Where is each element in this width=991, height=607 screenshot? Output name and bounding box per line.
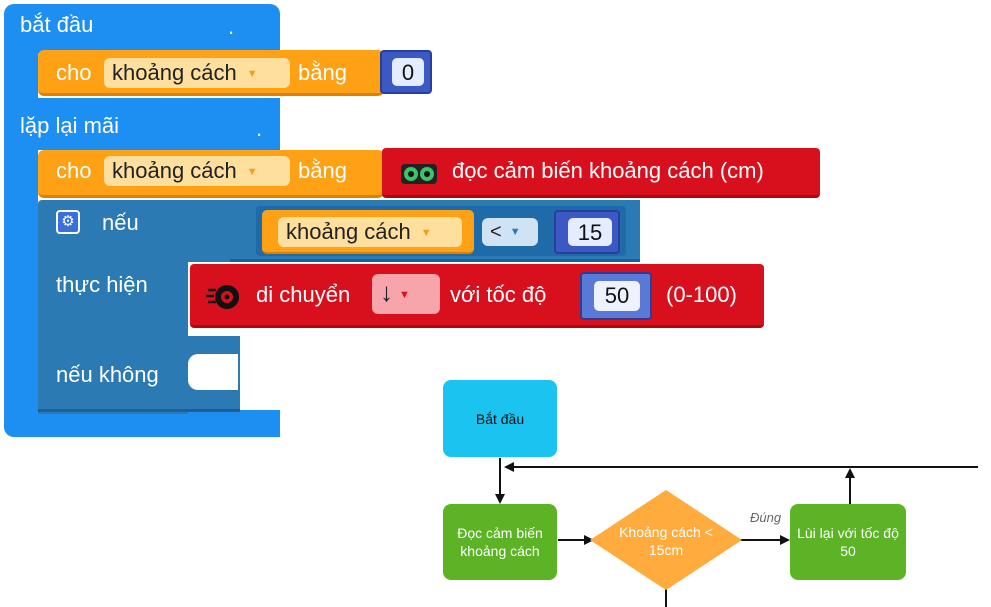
speed-label: với tốc độ [450,282,547,307]
dropdown-caret-icon: ▼ [509,226,521,238]
move-block[interactable] [190,264,764,328]
if-else-bottom [38,392,240,412]
set-variable-1-bang-label: bằng [298,60,347,85]
operator-dropdown[interactable]: <▼ [482,218,538,246]
else-socket [188,354,238,390]
else-label: nếu không [56,362,159,387]
flowchart-condition: Khoảng cách < 15cm [608,520,724,562]
dropdown-caret-icon: ▼ [420,227,432,239]
dropdown-caret-icon: ▼ [246,166,258,178]
condition-variable-dropdown[interactable]: khoảng cách ▼ [278,217,462,247]
start-hat-bottom [4,98,280,110]
number-input-1[interactable]: 0 [392,58,424,86]
set-variable-1-cho-label: cho [56,60,92,85]
motor-wheel-icon [206,282,240,312]
flowchart-condition-label: Khoảng cách < 15cm [619,524,713,558]
condition-diamond [590,490,742,590]
gear-icon[interactable]: ⚙ [56,210,80,234]
move-label: di chuyển [256,282,351,307]
start-hat-block[interactable] [4,4,280,54]
flowchart-action: Lùi lại với tốc độ 50 [790,504,906,580]
forever-loop-dot: . [256,116,263,141]
variable-dropdown-2[interactable]: khoảng cách ▼ [104,156,290,186]
direction-arrow: ↓ [380,277,393,307]
flowchart-read-label: Đọc cảm biến khoảng cách [457,525,543,559]
distance-sensor-block[interactable] [382,148,820,198]
start-hat-label: bắt đầu [20,12,94,37]
number-input-15[interactable]: 15 [568,218,612,246]
forever-loop-label: lặp lại mãi [20,113,120,138]
distance-sensor-label: đọc cảm biến khoảng cách (cm) [452,158,764,183]
speed-range-label: (0-100) [666,282,737,307]
speed-input[interactable]: 50 [594,281,640,311]
forever-loop-bottom [4,410,280,437]
dropdown-caret-icon: ▼ [246,68,258,80]
condition-variable-label: khoảng cách [286,219,411,244]
forever-loop-left-rail [4,148,38,420]
direction-dropdown[interactable]: ↓▼ [372,274,440,314]
flowchart-start: Bắt đầu [443,380,557,457]
dropdown-caret-icon: ▼ [399,289,410,301]
set-variable-2-cho-label: cho [56,158,92,183]
forever-loop-block[interactable] [4,108,280,150]
start-hat-left-rail [4,50,38,106]
ultrasonic-sensor-icon [400,162,438,186]
variable-dropdown-1[interactable]: khoảng cách ▼ [104,58,290,88]
flowchart-action-label: Lùi lại với tốc độ 50 [797,525,899,559]
do-label: thực hiện [56,272,148,297]
operator-label: < [490,221,502,243]
flowchart-yes-label: Đúng [750,510,782,525]
if-label: nếu [102,210,139,235]
set-variable-2-bang-label: bằng [298,158,347,183]
variable-dropdown-2-label: khoảng cách [112,158,237,183]
flowchart-read-sensor: Đọc cảm biến khoảng cách [443,504,557,580]
start-hat-dot: . [228,14,235,39]
variable-dropdown-1-label: khoảng cách [112,60,237,85]
flowchart-start-label: Bắt đầu [475,410,525,427]
set-variable-block-1[interactable] [38,50,384,96]
